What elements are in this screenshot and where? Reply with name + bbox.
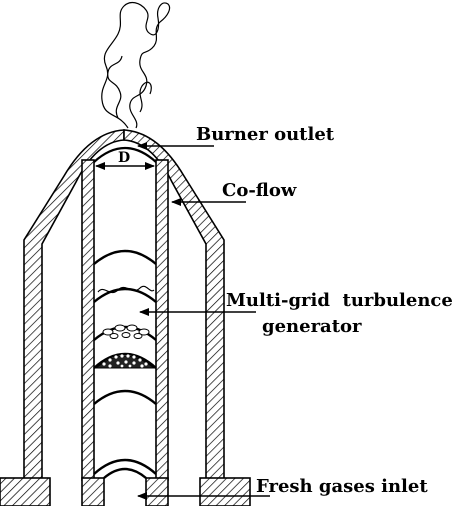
- turbulence-label-line1: Multi-grid turbulence: [226, 290, 453, 311]
- flame-smoke: [101, 1, 171, 129]
- burner-outlet-label: Burner outlet: [196, 124, 335, 145]
- coflow-wall-right: [123, 129, 225, 481]
- burner-tube-wall-left: [81, 159, 95, 481]
- burner-tube-wall-right: [155, 159, 169, 481]
- grid-mesh: [94, 354, 156, 369]
- coflow-wall-left: [23, 129, 125, 481]
- grid-arc-7: [103, 467, 147, 479]
- turbulence-label-line2: generator: [262, 316, 362, 337]
- co-flow-label: Co-flow: [222, 180, 297, 201]
- base-flange-left: [0, 477, 51, 506]
- grid-arc-1: [93, 249, 157, 265]
- grid-holes: [102, 324, 150, 339]
- inlet-flange-right: [145, 477, 169, 506]
- diameter-label: D: [118, 150, 130, 166]
- grid-arc-4: [93, 352, 157, 369]
- turbulence-grids: [93, 249, 157, 479]
- grid-arc-6: [93, 458, 157, 475]
- grid-arc-5: [93, 389, 157, 405]
- fresh-gases-label: Fresh gases inlet: [256, 476, 428, 497]
- base-flange-right: [199, 477, 251, 506]
- grid-arc-2: [93, 287, 157, 303]
- burner-outlet-arc: [93, 147, 157, 163]
- inlet-flange-left: [81, 477, 105, 506]
- grid-wavy: [97, 285, 155, 294]
